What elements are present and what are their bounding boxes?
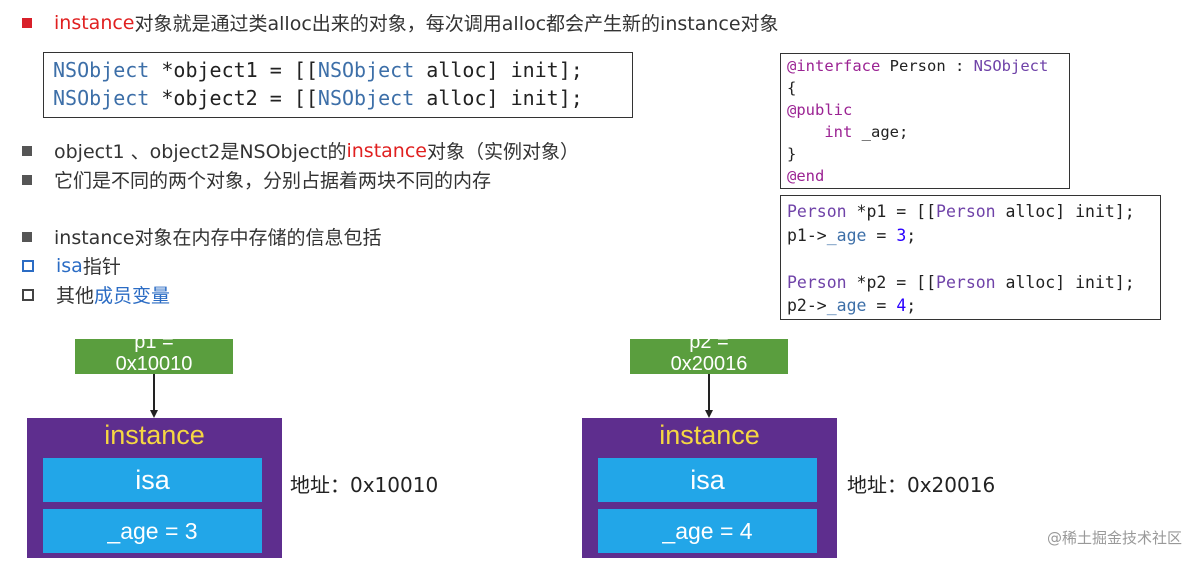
code-token: NSObject	[317, 58, 415, 82]
code-token: NSObject	[317, 86, 415, 110]
code-token: ;	[906, 225, 917, 245]
code-box-person-interface: @interface Person : NSObject { @public i…	[780, 53, 1070, 189]
code-token: _age	[826, 296, 867, 315]
arrow-head-icon	[150, 410, 158, 418]
code-token: Person	[787, 272, 847, 292]
age-cell: _age = 3	[43, 509, 262, 553]
code-token: alloc] init];	[414, 58, 583, 82]
code-box-nsobject: NSObject *object1 = [[NSObject alloc] in…	[43, 52, 633, 118]
code-line-p1-alloc: Person *p1 = [[Person alloc] init];	[787, 200, 1135, 224]
code-line-interface: @interface Person : NSObject	[787, 55, 1048, 77]
bullet-text: 对象（实例对象）	[426, 141, 579, 163]
age-cell: _age = 4	[598, 509, 817, 553]
code-token: p1->	[787, 225, 827, 245]
code-token: NSObject	[53, 58, 150, 82]
pointer-label-line2: 0x20016	[670, 353, 748, 374]
isa-cell: isa	[598, 458, 817, 502]
code-line-public: @public	[787, 101, 853, 119]
bullet-object-instances: object1 、object2是NSObject的 instance 对象（实…	[22, 137, 579, 164]
code-token: *object2 = [[	[149, 86, 318, 110]
code-token: NSObject	[53, 86, 150, 110]
code-line-p2-age: p2->_age = 4;	[787, 294, 1135, 318]
code-token: *object1 = [[	[149, 58, 318, 82]
pointer-label-line1: p1 =	[134, 339, 174, 353]
code-line-blank	[787, 247, 1135, 271]
code-line-object2: NSObject *object2 = [[NSObject alloc] in…	[53, 86, 583, 110]
bullet-highlight: 成员变量	[94, 285, 171, 307]
instance-title: instance	[659, 420, 760, 450]
code-token: *p1 = [[	[846, 202, 937, 221]
bullet-highlight: isa	[56, 254, 83, 277]
pointer-label-line1: p2 =	[689, 339, 729, 353]
bullet-instance-definition: instance 对象就是通过类alloc出来的对象，每次调用alloc都会产生…	[22, 9, 779, 36]
bullet-text: 其他	[56, 285, 95, 307]
address-label-p1: 地址：0x10010	[290, 473, 439, 497]
isa-cell: isa	[43, 458, 262, 502]
bullet-text: 它们是不同的两个对象，分别占据着两块不同的内存	[54, 170, 492, 192]
code-token: alloc] init];	[995, 202, 1135, 221]
address-label-p2: 地址：0x20016	[847, 473, 996, 497]
code-token: NSObject	[973, 57, 1049, 75]
dark-square-bullet-icon	[22, 145, 32, 156]
arrow-head-icon	[705, 410, 713, 418]
instance-title: instance	[104, 420, 205, 450]
code-token: =	[866, 296, 897, 315]
code-line-end: @end	[787, 167, 825, 185]
bullet-text: 指针	[82, 256, 121, 278]
bullet-different-memory: 它们是不同的两个对象，分别占据着两块不同的内存	[22, 166, 491, 193]
code-token: =	[866, 225, 897, 245]
pointer-box-p1: p1 = 0x10010	[75, 339, 233, 374]
pointer-box-p2: p2 = 0x20016	[630, 339, 788, 374]
instance-box-p1: instance isa _age = 3	[27, 418, 282, 558]
dark-square-bullet-icon	[22, 174, 32, 185]
bullet-text: object1 、object2是NSObject的	[54, 141, 347, 163]
code-token: int	[824, 123, 853, 141]
bullet-isa-pointer: isa 指针	[22, 252, 121, 279]
code-token	[787, 123, 824, 141]
code-line-int-age: int _age;	[787, 121, 1048, 143]
red-square-bullet-icon	[22, 17, 32, 28]
code-line-brace-close: }	[787, 145, 797, 163]
code-line-object1: NSObject *object1 = [[NSObject alloc] in…	[53, 58, 583, 82]
arrow-p2-to-instance	[708, 374, 710, 412]
code-token: p2->	[787, 296, 827, 315]
bullet-member-variables: 其他 成员变量	[22, 281, 170, 308]
code-token: Person	[787, 202, 847, 221]
code-token: _age;	[852, 123, 909, 141]
code-token: *p2 = [[	[846, 272, 937, 292]
code-token: Person :	[880, 57, 974, 75]
bullet-stored-info: instance对象在内存中存储的信息包括	[22, 223, 382, 250]
code-token: _age	[826, 225, 867, 245]
code-token: @interface	[787, 57, 881, 75]
code-line-p1-age: p1->_age = 3;	[787, 224, 1135, 248]
watermark: @稀土掘金技术社区	[1046, 529, 1182, 547]
code-token: 3	[896, 225, 907, 245]
bullet-highlight: instance	[54, 11, 135, 34]
code-token: alloc] init];	[995, 272, 1135, 292]
bullet-text: 对象就是通过类alloc出来的对象，每次调用alloc都会产生新的instanc…	[134, 13, 779, 35]
code-token: 4	[896, 296, 907, 315]
code-line-p2-alloc: Person *p2 = [[Person alloc] init];	[787, 271, 1135, 295]
code-token: Person	[936, 202, 996, 221]
pointer-label-line2: 0x10010	[115, 353, 193, 374]
hollow-square-bullet-icon	[22, 259, 34, 272]
instance-box-p2: instance isa _age = 4	[582, 418, 837, 558]
code-token: alloc] init];	[414, 86, 583, 110]
code-token: Person	[936, 272, 996, 292]
code-line-brace-open: {	[787, 79, 797, 97]
hollow-square-bullet-icon	[22, 288, 34, 301]
bullet-text: instance对象在内存中存储的信息包括	[54, 227, 382, 249]
arrow-p1-to-instance	[153, 374, 155, 412]
dark-square-bullet-icon	[22, 231, 32, 242]
code-box-person-usage: Person *p1 = [[Person alloc] init]; p1->…	[780, 195, 1161, 320]
bullet-highlight: instance	[346, 139, 427, 162]
code-token: ;	[906, 296, 917, 315]
